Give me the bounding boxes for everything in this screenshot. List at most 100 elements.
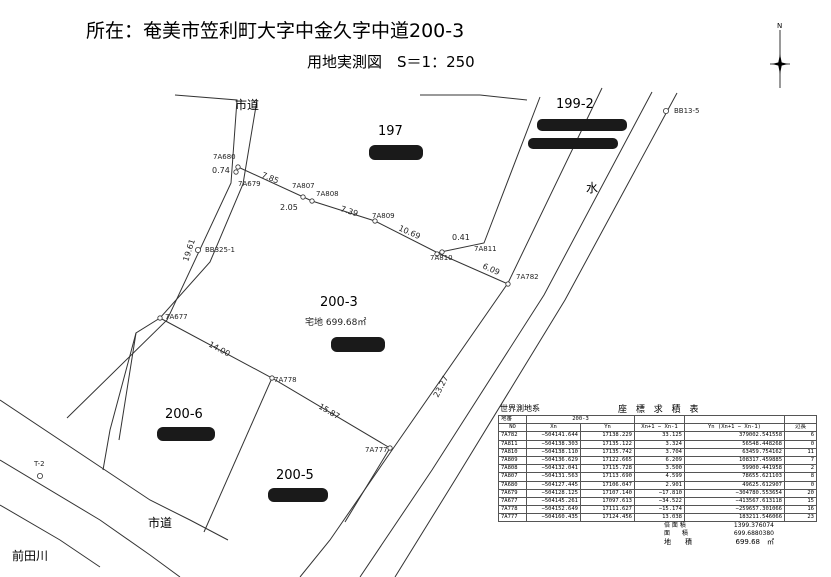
coordinate-area-table: 世界測地系 座 標 求 積 表 地番 200-3 NO Xn Yn Xn+1 −… <box>498 402 817 547</box>
point-label-7a679: 7A679 <box>238 180 261 188</box>
table-cell: 78655.621103 <box>684 472 785 482</box>
lot-label-197: 197 <box>378 124 403 139</box>
redaction-owner-199-2-b <box>528 138 618 149</box>
point-label-7a680: 7A680 <box>213 153 236 161</box>
distance-7-85: 7.85 <box>260 171 280 186</box>
table-cell: 17122.665 <box>580 455 635 466</box>
table-cell: −504160.435 <box>526 513 581 523</box>
table-cell: 7 <box>784 455 817 466</box>
table-cell: 17135.122 <box>580 439 635 449</box>
table-cell: 7A809 <box>498 455 527 466</box>
distance-19-61: 19.61 <box>181 238 197 263</box>
point-label-7a811: 7A811 <box>474 245 497 253</box>
road-edge-north-left <box>66 94 238 419</box>
point-marker-7a809 <box>372 218 378 224</box>
table-cell: 2 <box>784 464 817 474</box>
point-marker-7a807 <box>300 194 306 200</box>
lot-200-6-200-5-divider <box>203 377 273 533</box>
north-arrow-icon: N <box>770 22 790 88</box>
distance-23-27: 23.27 <box>432 374 450 398</box>
table-cell: −17.810 <box>634 488 685 498</box>
point-label-7a677: 7A677 <box>165 313 188 321</box>
benchmark-bb325-1 <box>194 246 201 253</box>
table-cell: 17106.047 <box>580 480 635 490</box>
road-edge-north-top <box>479 94 528 101</box>
table-cell: −504131.563 <box>526 472 581 482</box>
table-cell: −504145.261 <box>526 496 581 507</box>
table-cell: 3.324 <box>634 439 685 449</box>
river-label: 前田川 <box>12 548 48 563</box>
lot-label-200-3: 200-3 <box>320 295 358 310</box>
table-cell: 7A778 <box>498 505 527 515</box>
lot-200-3-north-boundary <box>237 166 509 285</box>
road-edge-south-2 <box>0 504 101 568</box>
table-cell: −504152.649 <box>526 505 581 515</box>
table-lot-label: 地番 <box>498 414 527 425</box>
table-cell: 6 <box>784 431 817 441</box>
table-cell: 0 <box>784 480 817 490</box>
table-cell: −504138.110 <box>526 447 581 457</box>
table-cell: −304780.553654 <box>684 488 785 498</box>
table-cell: 6.209 <box>634 455 685 466</box>
benchmark-label-bb325-1: BB325-1 <box>205 246 235 254</box>
table-cell: 7A680 <box>498 480 527 490</box>
table-cell: 7A679 <box>498 488 527 498</box>
table-cell: −34.522 <box>634 496 685 507</box>
point-label-7a809: 7A809 <box>372 212 395 220</box>
table-cell: 17135.742 <box>580 447 635 457</box>
redaction-owner-199-2-a <box>537 119 627 131</box>
lot-199-2-boundary <box>435 96 541 254</box>
point-marker-7a777 <box>387 445 393 451</box>
point-marker-7a680 <box>235 164 241 170</box>
table-cell: 56548.448268 <box>684 439 785 449</box>
table-cell: 3.500 <box>634 464 685 474</box>
waterway-edge-2 <box>359 91 653 577</box>
table-cell: −504132.041 <box>526 464 581 474</box>
benchmark-bb13-5 <box>663 108 670 115</box>
table-cell: 15 <box>784 496 817 507</box>
point-label-7a782: 7A782 <box>516 273 539 281</box>
table-cell: −504141.644 <box>526 431 581 441</box>
table-cell: 17111.627 <box>580 505 635 515</box>
point-marker-7a778 <box>269 375 275 381</box>
benchmark-label-bb13-5: BB13-5 <box>674 107 700 115</box>
table-cell: 8 <box>784 472 817 482</box>
table-system-label: 世界測地系 <box>500 404 540 413</box>
road-edge-south-top <box>0 399 229 541</box>
table-cell: −504127.445 <box>526 480 581 490</box>
table-cell: −504136.629 <box>526 455 581 466</box>
table-cell: 20 <box>784 488 817 498</box>
table-cell: −413567.613118 <box>684 496 785 507</box>
benchmark-t2 <box>37 472 44 479</box>
table-land-area-row: 地 積 699.68 ㎡ <box>664 538 774 547</box>
point-label-7a808: 7A808 <box>316 190 339 198</box>
redaction-owner-200-3 <box>331 337 385 352</box>
distance-0-74: 0.74 <box>212 166 230 175</box>
point-marker-7a808 <box>309 198 315 204</box>
table-cell: 33.125 <box>634 431 685 441</box>
table-cell: −259657.301066 <box>684 505 785 515</box>
point-marker-7a810 <box>434 251 440 257</box>
table-cell: 2.901 <box>634 480 685 490</box>
point-label-7a807: 7A807 <box>292 182 315 190</box>
table-cell: 17097.613 <box>580 496 635 507</box>
distance-7-39: 7.39 <box>339 204 359 218</box>
table-header-row: NO Xn Yn Xn+1 − Xn-1 Yn (Xn+1 − Xn-1) 辺長 <box>498 423 817 433</box>
table-cell: 16 <box>784 505 817 515</box>
point-marker-7a679 <box>233 169 239 175</box>
table-lot-value: 200-3 <box>526 414 635 425</box>
table-cell: 7A811 <box>498 439 527 449</box>
table-cell: 7A807 <box>498 472 527 482</box>
road-label-south: 市道 <box>148 515 172 530</box>
table-cell: 49625.612907 <box>684 480 785 490</box>
distance-14-00: 14.00 <box>207 340 231 359</box>
table-cell: 17115.728 <box>580 464 635 474</box>
table-lot-row: 地番 200-3 <box>498 414 817 425</box>
benchmark-label-t2: T-2 <box>33 460 45 468</box>
